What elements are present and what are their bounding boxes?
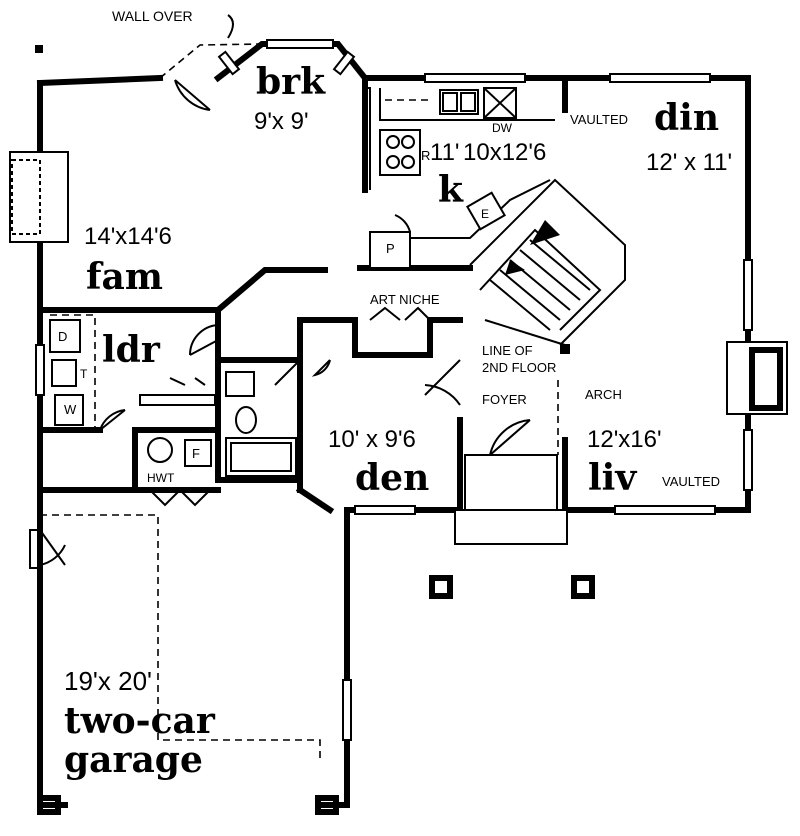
eating-bar-label: E [481, 207, 489, 221]
garage-dims: 19'x 20' [64, 666, 152, 696]
windows [35, 39, 753, 741]
garage-door [37, 514, 339, 815]
fireplace-liv [726, 341, 788, 415]
front-entry [35, 45, 595, 599]
kitchen-dims-b: 10x12'6 [463, 139, 546, 166]
ldr-name: ldr [102, 329, 161, 371]
art-niche-note: ART NICHE [370, 292, 440, 307]
liv-name: liv [588, 457, 637, 499]
pantry-label: P [386, 241, 395, 256]
kitchen-dims-a: 11' [430, 139, 460, 166]
brk-name: brk [256, 61, 326, 103]
interior-walls [37, 75, 568, 515]
doors [29, 79, 531, 569]
mechanical-fixtures [147, 437, 212, 467]
fireplace-fam [9, 151, 69, 243]
brk-dims: 9'x 9' [254, 108, 309, 135]
fam-name: fam [86, 256, 163, 298]
den-dims: 10' x 9'6 [328, 426, 416, 453]
vaulted-liv-note: VAULTED [662, 474, 720, 489]
liv-dims: 12'x16' [587, 426, 662, 453]
kitchen-name: k [438, 169, 464, 211]
tub-label: T [80, 367, 88, 381]
washer-label: W [64, 402, 77, 417]
den-name: den [355, 457, 429, 499]
labels: WALL OVER DW VAULTED ART NICHE LINE OF 2… [58, 8, 732, 781]
din-name: din [654, 97, 719, 139]
kitchen-fixtures [365, 87, 555, 269]
line-of-note: LINE OF [482, 343, 533, 358]
bath-fixtures [139, 371, 297, 477]
dw-note: DW [492, 121, 513, 135]
staircase [469, 178, 626, 346]
din-dims: 12' x 11' [646, 149, 732, 176]
refrigerator-label: R [421, 148, 430, 163]
second-floor-note: 2ND FLOOR [482, 360, 556, 375]
furnace-label: F [192, 446, 200, 461]
garage-name-line2: garage [64, 739, 203, 781]
wall-over-leader [227, 14, 234, 39]
dryer-label: D [58, 329, 67, 344]
fam-dims: 14'x14'6 [84, 223, 172, 250]
wall-over-line [159, 43, 263, 79]
garage-name-line1: two-car [64, 700, 216, 742]
laundry-fixtures [49, 314, 96, 430]
vaulted-din-note: VAULTED [570, 112, 628, 127]
arch-note: ARCH [585, 387, 622, 402]
water-heater-label: HWT [147, 471, 175, 485]
wall-over-note: WALL OVER [112, 8, 193, 24]
foyer-note: FOYER [482, 392, 527, 407]
